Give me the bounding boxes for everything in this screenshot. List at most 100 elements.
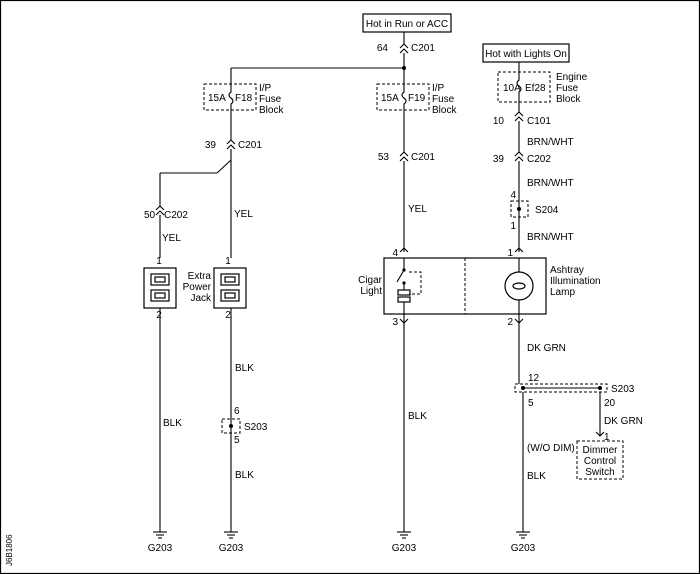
- fuse-f18-amp: 15A: [208, 93, 226, 104]
- fuse-symbol-ef28: [516, 74, 522, 102]
- dimmer-switch-box: [576, 440, 624, 480]
- ash-pin-top: 1: [507, 248, 513, 259]
- fuse-symbol-f18: [228, 86, 234, 110]
- ash-lamp-bulb: [504, 271, 534, 301]
- wire-label-brnwht-b: BRN/WHT: [527, 178, 574, 189]
- dimmer-label-1: Dimmer: [583, 445, 619, 456]
- s204-pin-top: 4: [510, 190, 516, 201]
- power-label-run-acc: Hot in Run or ACC: [366, 19, 448, 30]
- wire-label-blk-c: BLK: [235, 470, 254, 481]
- fuse-f18-label-1: I/P: [259, 83, 272, 94]
- jack-left-slot-bot-inner: [154, 292, 166, 299]
- jack-right-pin-top: 1: [225, 256, 231, 267]
- fuse-symbol-f19: [401, 86, 407, 110]
- s203-right-pin-20: 20: [604, 398, 616, 409]
- wire-label-blk-b: BLK: [235, 363, 254, 374]
- dimmer-pin: 1: [604, 432, 610, 443]
- s203-right-label: S203: [611, 384, 635, 395]
- wo-dim-note: (W/O DIM): [527, 443, 575, 454]
- cigar-label-1: Cigar: [358, 275, 383, 286]
- cigar-switch-blade: [396, 269, 405, 283]
- wire-label-brnwht-a: BRN/WHT: [527, 137, 574, 148]
- wire-label-dkgrn-a: DK GRN: [527, 343, 566, 354]
- fuse-f18-label-2: Fuse: [259, 94, 282, 105]
- jack-left-slot-top: [150, 273, 170, 286]
- jack-left-pin-bot: 2: [156, 310, 162, 321]
- c201-top-pin: 64: [377, 43, 389, 54]
- figure-id: J6B1806: [5, 534, 14, 566]
- connector-symbol-c201-mid: [399, 151, 409, 162]
- wire-label-brnwht-c: BRN/WHT: [527, 232, 574, 243]
- wire-label-blk-a: BLK: [163, 418, 182, 429]
- fuse-f19-amp: 15A: [381, 93, 399, 104]
- wire-label-blk-e: BLK: [527, 471, 546, 482]
- cigar-pin-top: 4: [392, 248, 398, 259]
- jack-left-pin-top: 1: [156, 256, 162, 267]
- jack-label-1: Extra: [188, 271, 212, 282]
- jack-right-slot-bot: [220, 289, 240, 302]
- jack-right-body: [213, 267, 247, 309]
- cigar-pin-bot: 3: [392, 317, 398, 328]
- wire-label-dkgrn-b: DK GRN: [604, 416, 643, 427]
- ground-label-2: G203: [219, 543, 244, 554]
- ground-symbol-2: [224, 531, 238, 539]
- s204-pin-bot: 1: [510, 221, 516, 232]
- c201-mid-name: C201: [411, 152, 435, 163]
- jack-right-slot-top-inner: [224, 276, 236, 283]
- jack-left-slot-bot: [150, 289, 170, 302]
- fuse-block-f19: [376, 83, 430, 111]
- s203-right-pin-5: 5: [528, 398, 534, 409]
- fuse-block-ef28: [497, 71, 551, 103]
- fuse-f19-id: F19: [408, 93, 426, 104]
- s203-left-label: S203: [244, 422, 268, 433]
- c201-left-pin: 39: [205, 140, 217, 151]
- ground-symbol-3: [397, 531, 411, 539]
- dimmer-label-2: Control: [584, 456, 616, 467]
- connector-arrow-ash-top: [514, 247, 524, 253]
- splice-dot-s203-right-b: [598, 386, 602, 390]
- ash-pin-bot: 2: [507, 317, 513, 328]
- fuse-ef28-id: Ef28: [525, 83, 546, 94]
- cigar-element-1: [397, 289, 411, 296]
- wire-label-blk-d: BLK: [408, 411, 427, 422]
- fuse-f18-id: F18: [235, 93, 253, 104]
- ash-lamp-filament: [512, 282, 526, 290]
- c101-name: C101: [527, 116, 551, 127]
- fuse-f18-label-3: Block: [259, 105, 284, 116]
- c202-right-name: C202: [527, 154, 551, 165]
- c201-top-name: C201: [411, 43, 435, 54]
- dimmer-label-3: Switch: [585, 467, 614, 478]
- fuse-ef28-label-1: Engine: [556, 72, 588, 83]
- ash-label-1: Ashtray: [550, 265, 584, 276]
- c201-left-name: C201: [238, 140, 262, 151]
- s203-right-pin-12: 12: [528, 373, 540, 384]
- power-label-lights-on: Hot with Lights On: [485, 49, 567, 60]
- jack-right-slot-bot-inner: [224, 292, 236, 299]
- wire-label-yel-b: YEL: [234, 209, 253, 220]
- connector-symbol-c201-top: [399, 43, 409, 54]
- ground-label-1: G203: [148, 543, 173, 554]
- fuse-f19-label-3: Block: [432, 105, 457, 116]
- cigar-thermal-link: [409, 271, 422, 295]
- fuse-block-f18: [203, 83, 257, 111]
- jack-right-pin-bot: 2: [225, 310, 231, 321]
- splice-dot-s203-right-a: [521, 386, 525, 390]
- connector-symbol-c202-left: [155, 205, 165, 216]
- s203-left-pin-bot: 5: [234, 435, 240, 446]
- connector-arrow-cigar-top: [399, 247, 409, 253]
- fuse-f19-label-2: Fuse: [432, 94, 455, 105]
- jack-right-slot-top: [220, 273, 240, 286]
- ground-symbol-4: [516, 531, 530, 539]
- s204-label: S204: [535, 205, 559, 216]
- c101-pin: 10: [493, 116, 505, 127]
- fuse-f19-label-1: I/P: [432, 83, 445, 94]
- ash-label-3: Lamp: [550, 287, 575, 298]
- cigar-label-2: Light: [360, 286, 382, 297]
- ash-label-2: Illumination: [550, 276, 601, 287]
- jack-label-2: Power: [183, 282, 212, 293]
- connector-arrow-dimmer: [595, 431, 605, 437]
- cigar-element-2: [397, 296, 411, 303]
- s203-left-pin-top: 6: [234, 406, 240, 417]
- wire-label-yel-a: YEL: [162, 233, 181, 244]
